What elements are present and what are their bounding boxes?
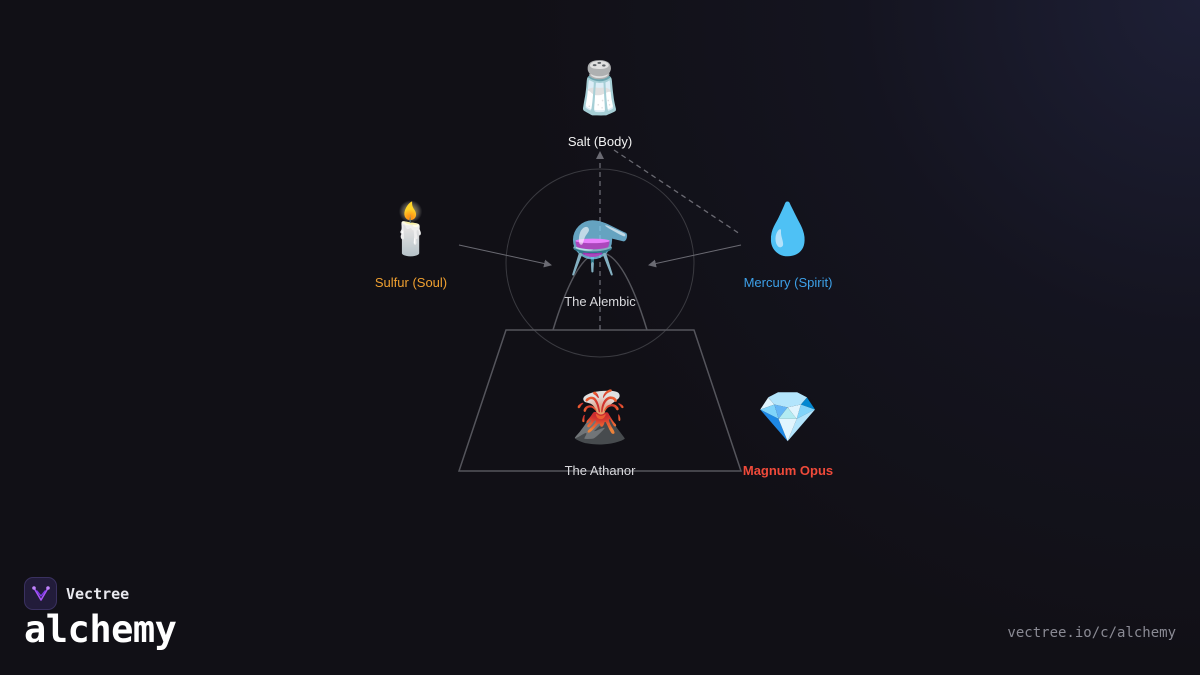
node-salt: 🧂 Salt (Body): [520, 58, 680, 149]
brand-name: Vectree: [66, 584, 130, 603]
salt-shaker-icon: 🧂: [568, 60, 632, 116]
arrow-sulfur-to-alembic: [458, 244, 552, 268]
alembic-icon: ⚗️: [568, 220, 632, 276]
gem-icon: 💎: [756, 389, 820, 445]
volcano-icon: 🌋: [568, 389, 632, 445]
alembic-circle: [505, 168, 695, 358]
topic-title: alchemy: [24, 608, 177, 651]
link-salt-to-mercury: [613, 149, 741, 235]
node-alembic-label: The Alembic: [564, 294, 636, 309]
brand-block: Vectree: [24, 577, 129, 610]
node-magnum-opus-label: Magnum Opus: [742, 463, 834, 478]
node-mercury-label: Mercury (Spirit): [743, 275, 833, 290]
node-magnum-opus: 💎 Magnum Opus: [708, 387, 868, 478]
arrow-mercury-to-alembic: [648, 244, 742, 268]
athanor-trapezoid: [457, 329, 743, 472]
node-alembic: ⚗️ The Alembic: [520, 218, 680, 309]
source-url: vectree.io/c/alchemy: [1007, 625, 1176, 641]
alembic-dome-arc: [552, 251, 648, 331]
node-salt-label: Salt (Body): [567, 134, 633, 149]
node-sulfur: 🕯️ Sulfur (Soul): [331, 199, 491, 290]
candle-icon: 🕯️: [379, 201, 443, 257]
node-athanor-label: The Athanor: [564, 463, 636, 478]
node-sulfur-label: Sulfur (Soul): [374, 275, 448, 290]
vectree-logo-icon: [24, 577, 57, 610]
node-athanor: 🌋 The Athanor: [520, 387, 680, 478]
node-mercury: 💧 Mercury (Spirit): [708, 199, 868, 290]
water-drop-icon: 💧: [756, 201, 820, 257]
